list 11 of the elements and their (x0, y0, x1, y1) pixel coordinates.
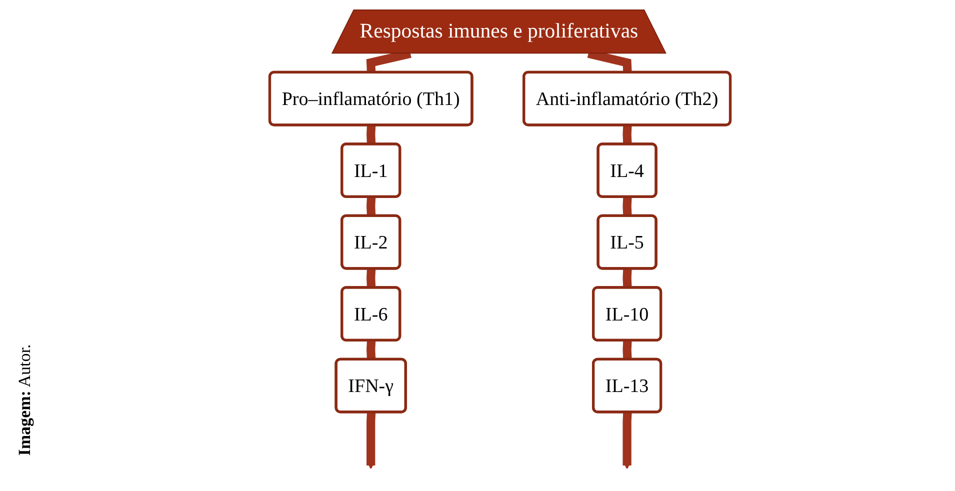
arrow (366, 412, 376, 470)
connector (366, 340, 376, 360)
connector (622, 340, 632, 360)
connector (366, 268, 376, 288)
connector (366, 125, 376, 145)
connector (366, 196, 376, 216)
connector (622, 196, 632, 216)
image-credit: Imagem: Autor. (15, 344, 35, 456)
arrow (622, 412, 632, 470)
connector (622, 268, 632, 288)
connector (622, 125, 632, 145)
